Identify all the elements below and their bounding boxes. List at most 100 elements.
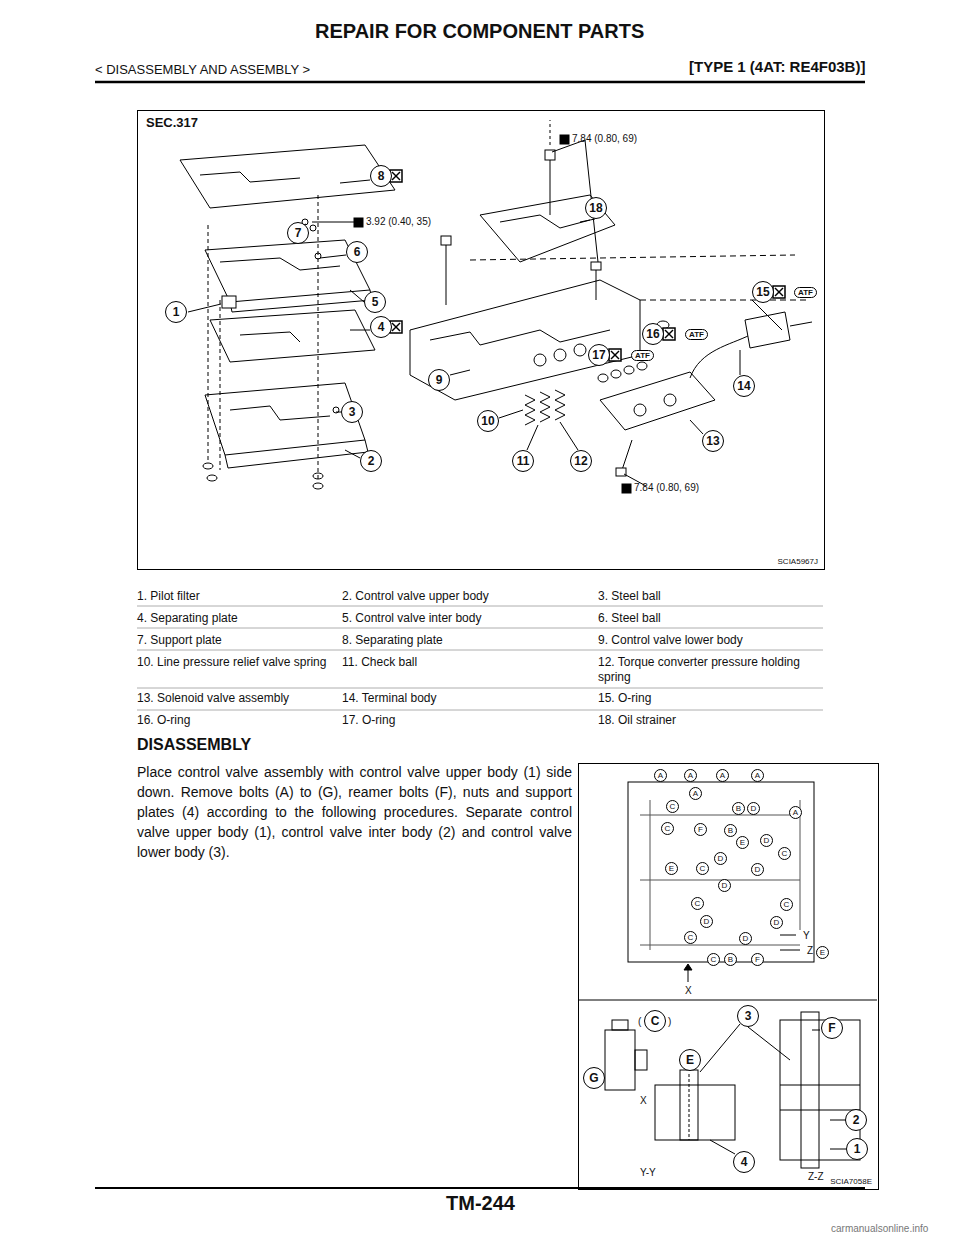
table-cell: 4. Separating plate	[137, 611, 238, 626]
bolt-letter: A	[716, 769, 729, 782]
section-code: SEC.317	[146, 115, 198, 130]
table-cell: 12. Torque converter pressure holding sp…	[598, 655, 823, 685]
callout-number: 2	[845, 1109, 867, 1131]
bolt-letter: D	[700, 915, 713, 928]
bolt-letter: A	[751, 769, 764, 782]
view-letter: X	[640, 1095, 647, 1106]
table-cell: 18. Oil strainer	[598, 713, 823, 728]
bolt-letter: A	[789, 806, 802, 819]
bolt-letter: D	[751, 863, 764, 876]
bolt-letter: C	[707, 953, 720, 966]
table-cell: 14. Terminal body	[342, 691, 437, 706]
table-cell: 15. O-ring	[598, 691, 823, 706]
bolt-letter: D	[760, 834, 773, 847]
bolt-letter: D	[718, 879, 731, 892]
bolt-letter: D	[747, 802, 760, 815]
atf-mark: ATF	[685, 329, 708, 340]
bolt-letter: B	[732, 802, 745, 815]
callout-number: F	[821, 1017, 843, 1039]
table-cell: 6. Steel ball	[598, 611, 823, 626]
callout-number: 5	[364, 291, 386, 313]
bolt-letter: F	[694, 823, 707, 836]
callout-number: 6	[346, 241, 368, 263]
bolt-letter: B	[724, 953, 737, 966]
callout-number: 11	[512, 450, 534, 472]
table-cell: 8. Separating plate	[342, 633, 443, 648]
table-cell: 5. Control valve inter body	[342, 611, 481, 626]
callout-number: 16	[642, 323, 664, 345]
bolt-letter: B	[724, 824, 737, 837]
atf-mark: ATF	[794, 287, 817, 298]
callout-number: 10	[477, 410, 499, 432]
bolt-letter: F	[751, 953, 764, 966]
torque-spec: 7.84 (0.80, 69)	[572, 133, 637, 144]
bolt-letter: C	[684, 931, 697, 944]
bolt-letter: A	[689, 787, 702, 800]
callout-number: 14	[733, 375, 755, 397]
table-cell: 11. Check ball	[342, 655, 417, 670]
figure-id: SCIA5967J	[778, 557, 818, 566]
bolt-letter: A	[684, 769, 697, 782]
figure-id: SCIA7058E	[830, 1177, 872, 1186]
view-letter: )	[668, 1016, 671, 1027]
model-type: [TYPE 1 (4AT: RE4F03B)]	[689, 58, 865, 75]
bolt-letter: E	[665, 862, 678, 875]
view-letter: Y-Y	[640, 1167, 656, 1178]
table-cell: 9. Control valve lower body	[598, 633, 823, 648]
table-cell: 16. O-ring	[137, 713, 190, 728]
bolt-letter: C	[780, 898, 793, 911]
bolt-letter: C	[696, 862, 709, 875]
bolt-letter: C	[691, 897, 704, 910]
callout-number: 3	[737, 1005, 759, 1027]
callout-number: 17	[588, 344, 610, 366]
table-cell: 13. Solenoid valve assembly	[137, 691, 289, 706]
watermark: carmanualsonline.info	[831, 1223, 928, 1234]
instruction-text: Place control valve assembly with contro…	[137, 762, 572, 862]
callout-number: E	[679, 1049, 701, 1071]
bolt-letter: C	[666, 800, 679, 813]
table-cell: 1. Pilot filter	[137, 589, 200, 604]
bolt-letter: D	[739, 932, 752, 945]
callout-number: 2	[360, 450, 382, 472]
bolt-letter: D	[714, 852, 727, 865]
table-cell: 3. Steel ball	[598, 589, 823, 604]
callout-number: 9	[428, 369, 450, 391]
callout-number: 8	[370, 165, 392, 187]
callout-number: 15	[752, 281, 774, 303]
page-number: TM-244	[446, 1192, 515, 1215]
callout-number: 7	[287, 222, 309, 244]
bolt-letter: C	[778, 847, 791, 860]
view-letter: X	[685, 985, 692, 996]
table-cell: 7. Support plate	[137, 633, 222, 648]
callout-number: 12	[570, 450, 592, 472]
callout-number: 1	[165, 301, 187, 323]
view-letter: Y	[803, 930, 810, 941]
bolt-letter: D	[770, 916, 783, 929]
table-cell: 2. Control valve upper body	[342, 589, 489, 604]
callout-number: 13	[702, 430, 724, 452]
figure-frame: SEC.317SCIA5967J	[137, 110, 825, 570]
atf-mark: ATF	[631, 350, 654, 361]
callout-number: 4	[370, 316, 392, 338]
view-letter: Z-Z	[808, 1171, 824, 1182]
step-heading: DISASSEMBLY	[137, 736, 251, 754]
view-letter: (	[638, 1016, 641, 1027]
page-heading: REPAIR FOR COMPONENT PARTS	[315, 20, 644, 43]
bolt-letter: E	[816, 946, 829, 959]
section-name: < DISASSEMBLY AND ASSEMBLY >	[95, 62, 310, 77]
callout-number: C	[644, 1010, 666, 1032]
table-cell: 17. O-ring	[342, 713, 395, 728]
table-cell: 10. Line pressure relief valve spring	[137, 655, 326, 670]
callout-number: 18	[585, 197, 607, 219]
bolt-letter: A	[654, 769, 667, 782]
torque-spec: 3.92 (0.40, 35)	[366, 216, 431, 227]
callout-number: G	[583, 1067, 605, 1089]
view-letter: Z	[807, 945, 813, 956]
callout-number: 4	[733, 1151, 755, 1173]
callout-number: 3	[341, 401, 363, 423]
torque-spec: 7.84 (0.80, 69)	[634, 482, 699, 493]
bolt-letter: E	[736, 836, 749, 849]
bolt-letter: C	[661, 822, 674, 835]
callout-number: 1	[846, 1138, 868, 1160]
